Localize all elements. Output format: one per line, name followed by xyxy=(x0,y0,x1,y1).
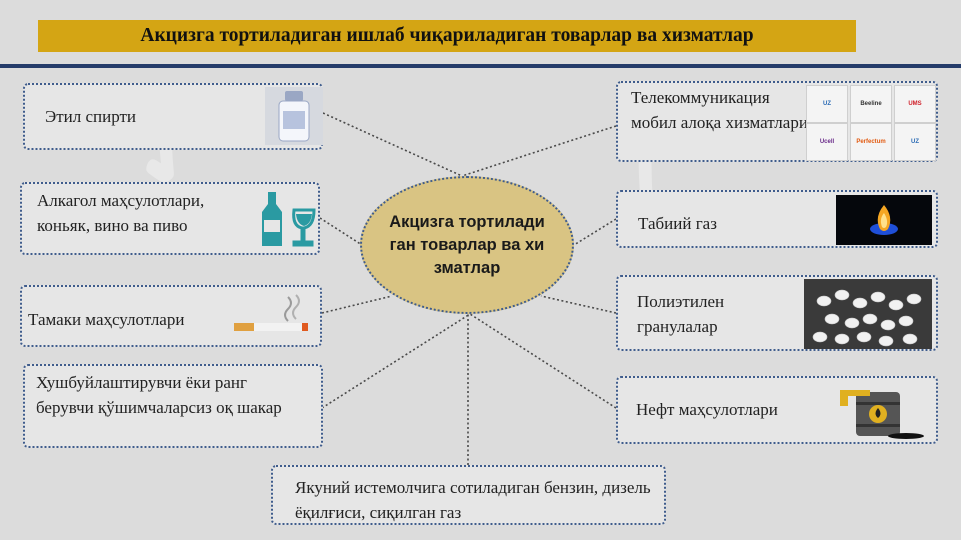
connector-line xyxy=(540,295,617,314)
connector-line xyxy=(573,218,617,246)
connector-line xyxy=(319,217,363,246)
oil-barrel-icon xyxy=(840,390,924,439)
connector-line xyxy=(321,313,471,409)
gas-flame-image xyxy=(836,195,932,245)
granules-image xyxy=(804,279,932,349)
item-natural-gas: Табиий газ xyxy=(616,190,938,248)
ums-logo: UMS xyxy=(894,85,936,123)
item-white-sugar: Хушбуйлаштирувчи ёки ранг берувчи қўшимч… xyxy=(23,364,323,448)
item-label: Нефт маҳсулотлари xyxy=(636,400,778,419)
cigarette-icon xyxy=(234,294,308,331)
item-label: Полиэтилен гранулалар xyxy=(637,292,725,336)
perfectum-logo: Perfectum xyxy=(850,123,892,161)
uzmobile-logo-2: UZ xyxy=(894,123,936,161)
uzmobile-logo: UZ xyxy=(806,85,848,123)
item-label: Хушбуйлаштирувчи ёки ранг берувчи қўшимч… xyxy=(36,373,282,417)
connector-line xyxy=(469,313,617,409)
center-node: Акцизга тортиладиган товарлар ва хизматл… xyxy=(360,176,574,314)
item-fuel: Якуний истемолчига сотиладиган бензин, д… xyxy=(271,465,666,525)
page-title: Акцизга тортиладиган ишлаб чиқариладиган… xyxy=(38,20,856,52)
page-title-text: Акцизга тортиладиган ишлаб чиқариладиган… xyxy=(140,25,754,46)
item-tobacco: Тамаки маҳсулотлари xyxy=(20,285,322,347)
ucell-logo: Ucell xyxy=(806,123,848,161)
item-label: Якуний истемолчига сотиладиган бензин, д… xyxy=(295,478,651,522)
item-polyethylene: Полиэтилен гранулалар xyxy=(616,275,938,351)
item-alcohol-products: Алкагол маҳсулотлари, коньяк, вино ва пи… xyxy=(20,182,320,255)
item-oil-products: Нефт маҳсулотлари xyxy=(616,376,938,444)
item-label: Тамаки маҳсулотлари xyxy=(28,310,185,329)
title-rule xyxy=(0,64,961,68)
beeline-logo: Beeline xyxy=(850,85,892,123)
item-ethyl-alcohol: Этил спирти xyxy=(23,83,323,150)
item-telecom: Телекоммуникация мобил алоқа хизматлари … xyxy=(616,81,938,162)
center-label: Акцизга тортиладиган товарлар ва хизматл… xyxy=(389,212,545,277)
alcohol-bottle-image xyxy=(265,87,323,145)
item-label: Алкагол маҳсулотлари, коньяк, вино ва пи… xyxy=(37,191,205,235)
item-label: Телекоммуникация мобил алоқа хизматлари xyxy=(631,88,808,132)
connector-line xyxy=(461,125,617,177)
bottle-glass-icon xyxy=(262,192,316,247)
item-label: Этил спирти xyxy=(45,107,137,126)
item-label: Табиий газ xyxy=(638,214,717,233)
connector-line xyxy=(321,295,393,314)
connector-line xyxy=(322,112,463,177)
